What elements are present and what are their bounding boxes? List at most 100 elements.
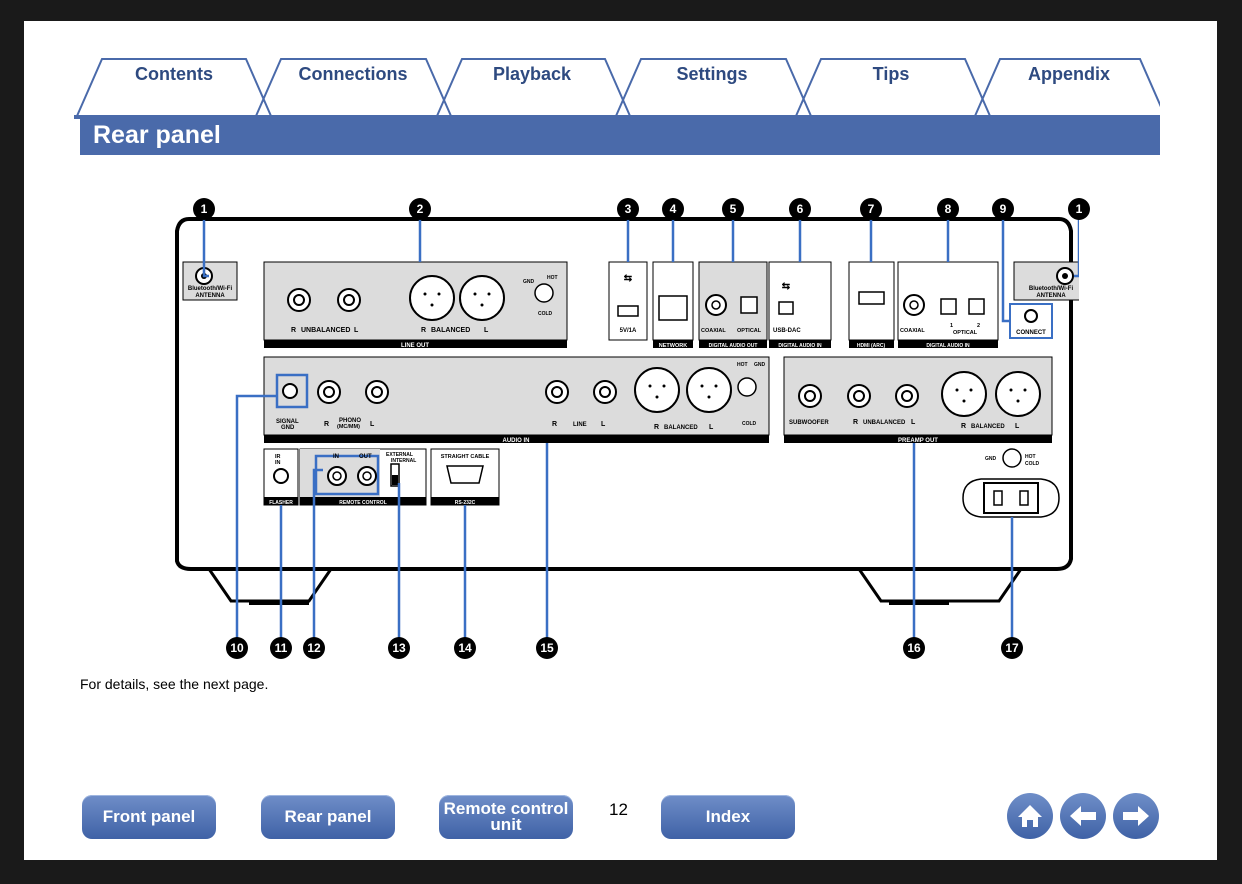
svg-text:REMOTE CONTROL: REMOTE CONTROL (339, 500, 387, 506)
svg-text:R: R (654, 424, 659, 431)
rear-panel-button[interactable]: Rear panel (261, 795, 395, 839)
remote-control-unit-button[interactable]: Remote control unit (439, 795, 573, 839)
digital-audio-in-block: COAXIAL 1 2 OPTICAL DIGITAL AUDIO IN (897, 261, 999, 349)
svg-text:⇆: ⇆ (782, 281, 791, 292)
svg-text:INTERNAL: INTERNAL (391, 458, 416, 464)
tab-playback[interactable]: Playback (492, 64, 572, 84)
forward-button[interactable] (1113, 793, 1159, 839)
callout-7: 7 (860, 198, 882, 220)
callout-14: 14 (454, 637, 476, 659)
callout-8: 8 (937, 198, 959, 220)
svg-text:COLD: COLD (1025, 461, 1040, 467)
svg-text:NETWORK: NETWORK (659, 343, 687, 349)
svg-text:PREAMP OUT: PREAMP OUT (898, 438, 938, 444)
svg-text:COLD: COLD (538, 311, 553, 317)
tab-contents[interactable]: Contents (135, 64, 213, 84)
callout-1-right: 1 (1068, 198, 1090, 220)
connect-button-block: CONNECT (1009, 303, 1053, 339)
callout-16: 16 (903, 637, 925, 659)
svg-text:2: 2 (977, 323, 980, 329)
flasher-block: IR IN FLASHER (263, 448, 299, 506)
digital-audio-out-block: COAXIAL OPTICAL DIGITAL AUDIO OUT (698, 261, 768, 349)
svg-text:RS-232C: RS-232C (455, 500, 476, 506)
arrow-right-icon (1123, 806, 1149, 826)
svg-text:IN: IN (275, 460, 281, 466)
callout-3: 3 (617, 198, 639, 220)
hdmi-block: HDMI (ARC) (848, 261, 895, 349)
svg-text:IR: IR (275, 454, 281, 460)
svg-text:HOT: HOT (1025, 454, 1036, 460)
antenna-left-terminal: Bluetooth/Wi-Fi ANTENNA (182, 261, 238, 301)
callout-2: 2 (409, 198, 431, 220)
manual-page: Contents Connections Playback Settings T… (24, 21, 1217, 860)
svg-text:OPTICAL: OPTICAL (953, 330, 978, 336)
svg-text:SUBWOOFER: SUBWOOFER (789, 420, 829, 426)
line-out-label: LINE OUT (401, 343, 429, 349)
audio-in-block: SIGNAL GND R PHONO (MC/MM) L R LINE L R … (263, 356, 770, 444)
section-title-bar: Rear panel (80, 118, 1160, 155)
svg-text:BALANCED: BALANCED (664, 425, 698, 431)
chassis-outline (175, 217, 1073, 571)
svg-text:PHONO: PHONO (339, 418, 361, 424)
index-button[interactable]: Index (661, 795, 795, 839)
svg-text:GND: GND (281, 425, 295, 431)
remote-control-block: IN OUT EXTERNAL INTERNAL REMOTE CONTROL (299, 448, 427, 506)
network-port-block: NETWORK (652, 261, 694, 349)
arrow-left-icon (1070, 806, 1096, 826)
svg-text:AUDIO IN: AUDIO IN (503, 438, 530, 444)
antenna-left-label-2: ANTENNA (195, 293, 225, 299)
svg-text:L: L (354, 327, 359, 334)
tab-appendix[interactable]: Appendix (1027, 64, 1110, 84)
left-foot (207, 568, 333, 603)
back-button[interactable] (1060, 793, 1106, 839)
svg-text:GND: GND (754, 362, 766, 368)
right-foot (857, 568, 1023, 603)
svg-text:IN: IN (333, 454, 339, 460)
svg-text:HDMI (ARC): HDMI (ARC) (857, 343, 886, 349)
svg-text:STRAIGHT CABLE: STRAIGHT CABLE (441, 454, 490, 460)
svg-text:GND: GND (523, 279, 535, 285)
details-note: For details, see the next page. (80, 676, 269, 692)
svg-text:R: R (324, 421, 329, 428)
svg-text:L: L (370, 421, 375, 428)
svg-text:R: R (552, 421, 557, 428)
svg-text:L: L (709, 424, 714, 431)
svg-text:COAXIAL: COAXIAL (900, 328, 925, 334)
callout-11: 11 (270, 637, 292, 659)
svg-text:FLASHER: FLASHER (269, 500, 293, 506)
rear-panel-diagram: Bluetooth/Wi-Fi ANTENNA LINE OUT R UNBAL… (169, 181, 1090, 659)
svg-text:OPTICAL: OPTICAL (737, 328, 762, 334)
svg-text:R: R (961, 423, 966, 430)
svg-text:BALANCED: BALANCED (971, 424, 1005, 430)
svg-text:L: L (601, 421, 606, 428)
callout-17: 17 (1001, 637, 1023, 659)
svg-text:UNBALANCED: UNBALANCED (863, 420, 906, 426)
svg-text:R: R (291, 327, 296, 334)
rear-panel-illustration: Bluetooth/Wi-Fi ANTENNA LINE OUT R UNBAL… (175, 217, 1079, 639)
callout-12: 12 (303, 637, 325, 659)
home-icon (1018, 805, 1042, 827)
callout-1: 1 (193, 198, 215, 220)
svg-text:HOT: HOT (737, 362, 748, 368)
svg-text:USB-DAC: USB-DAC (773, 328, 801, 334)
unbalanced-label: UNBALANCED (301, 327, 350, 334)
tab-bar: Contents Connections Playback Settings T… (74, 54, 1160, 119)
svg-text:CONNECT: CONNECT (1016, 330, 1046, 336)
tab-connections[interactable]: Connections (298, 64, 408, 84)
svg-text:HOT: HOT (547, 275, 558, 281)
callout-4: 4 (662, 198, 684, 220)
tab-tips[interactable]: Tips (872, 64, 910, 84)
svg-text:(MC/MM): (MC/MM) (337, 424, 360, 430)
usb-dac-block: ⇆ USB-DAC DIGITAL AUDIO IN (768, 261, 832, 349)
line-out-block: LINE OUT R UNBALANCED L R BALANCED L GND… (263, 261, 568, 349)
callout-5: 5 (722, 198, 744, 220)
balanced-label: BALANCED (431, 327, 470, 334)
remote-button-line1: Remote control (443, 799, 569, 818)
tab-settings[interactable]: Settings (676, 64, 748, 84)
page-number: 12 (609, 800, 628, 819)
svg-text:COAXIAL: COAXIAL (701, 328, 726, 334)
home-button[interactable] (1007, 793, 1053, 839)
front-panel-button[interactable]: Front panel (82, 795, 216, 839)
svg-text:L: L (484, 327, 489, 334)
svg-text:Bluetooth/Wi-Fi: Bluetooth/Wi-Fi (1029, 286, 1074, 292)
